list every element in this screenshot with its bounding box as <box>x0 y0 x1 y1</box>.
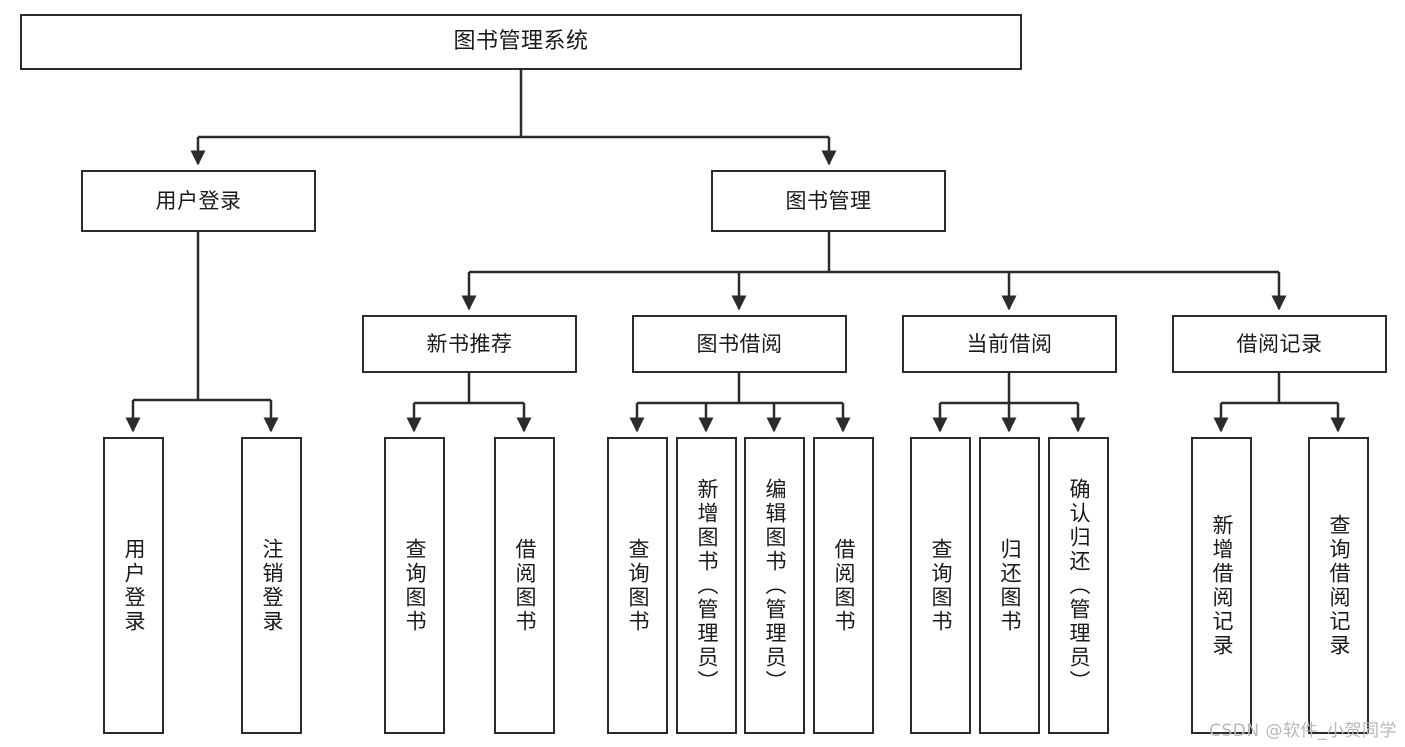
node-new-book-recommend-label: 新书推荐 <box>426 331 513 356</box>
node-leaf-confirm-return-label: 确认归还（管理员） <box>1067 477 1091 694</box>
node-leaf-edit-book[interactable]: 编辑图书（管理员） <box>744 437 805 734</box>
node-leaf-add-record[interactable]: 新增借阅记录 <box>1191 437 1252 734</box>
node-leaf-return-book[interactable]: 归还图书 <box>979 437 1040 734</box>
node-user-login[interactable]: 用户登录 <box>81 170 316 232</box>
node-leaf-query-record[interactable]: 查询借阅记录 <box>1308 437 1369 734</box>
node-leaf-query-book-1[interactable]: 查询图书 <box>384 437 445 734</box>
node-leaf-user-login[interactable]: 用户登录 <box>103 437 164 734</box>
node-book-borrow[interactable]: 图书借阅 <box>632 315 847 373</box>
node-borrow-record[interactable]: 借阅记录 <box>1172 315 1387 373</box>
node-leaf-confirm-return[interactable]: 确认归还（管理员） <box>1048 437 1109 734</box>
node-leaf-add-book-label: 新增图书（管理员） <box>695 477 719 694</box>
node-leaf-query-book-1-label: 查询图书 <box>403 537 427 634</box>
node-leaf-query-book-3-label: 查询图书 <box>929 537 953 634</box>
node-book-manage-label: 图书管理 <box>785 188 872 213</box>
node-user-login-label: 用户登录 <box>155 188 242 213</box>
node-leaf-borrow-book-2-label: 借阅图书 <box>832 537 856 634</box>
node-leaf-borrow-book-1[interactable]: 借阅图书 <box>494 437 555 734</box>
node-book-borrow-label: 图书借阅 <box>696 331 783 356</box>
node-leaf-borrow-book-1-label: 借阅图书 <box>513 537 537 634</box>
node-current-borrow-label: 当前借阅 <box>966 331 1053 356</box>
node-leaf-query-book-2-label: 查询图书 <box>626 537 650 634</box>
node-current-borrow[interactable]: 当前借阅 <box>902 315 1117 373</box>
node-leaf-query-record-label: 查询借阅记录 <box>1327 513 1351 658</box>
node-leaf-logout[interactable]: 注销登录 <box>241 437 302 734</box>
node-leaf-logout-label: 注销登录 <box>260 537 284 634</box>
node-leaf-query-book-3[interactable]: 查询图书 <box>910 437 971 734</box>
node-leaf-borrow-book-2[interactable]: 借阅图书 <box>813 437 874 734</box>
node-book-manage[interactable]: 图书管理 <box>711 170 946 232</box>
node-leaf-edit-book-label: 编辑图书（管理员） <box>763 477 787 694</box>
node-root[interactable]: 图书管理系统 <box>20 14 1022 70</box>
node-leaf-user-login-label: 用户登录 <box>122 537 146 634</box>
node-root-label: 图书管理系统 <box>453 29 589 55</box>
csdn-watermark: CSDN @软件_小贺同学 <box>1209 721 1397 741</box>
node-borrow-record-label: 借阅记录 <box>1236 331 1323 356</box>
node-new-book-recommend[interactable]: 新书推荐 <box>362 315 577 373</box>
node-leaf-return-book-label: 归还图书 <box>998 537 1022 634</box>
node-leaf-query-book-2[interactable]: 查询图书 <box>607 437 668 734</box>
node-leaf-add-book[interactable]: 新增图书（管理员） <box>676 437 737 734</box>
node-leaf-add-record-label: 新增借阅记录 <box>1210 513 1234 658</box>
